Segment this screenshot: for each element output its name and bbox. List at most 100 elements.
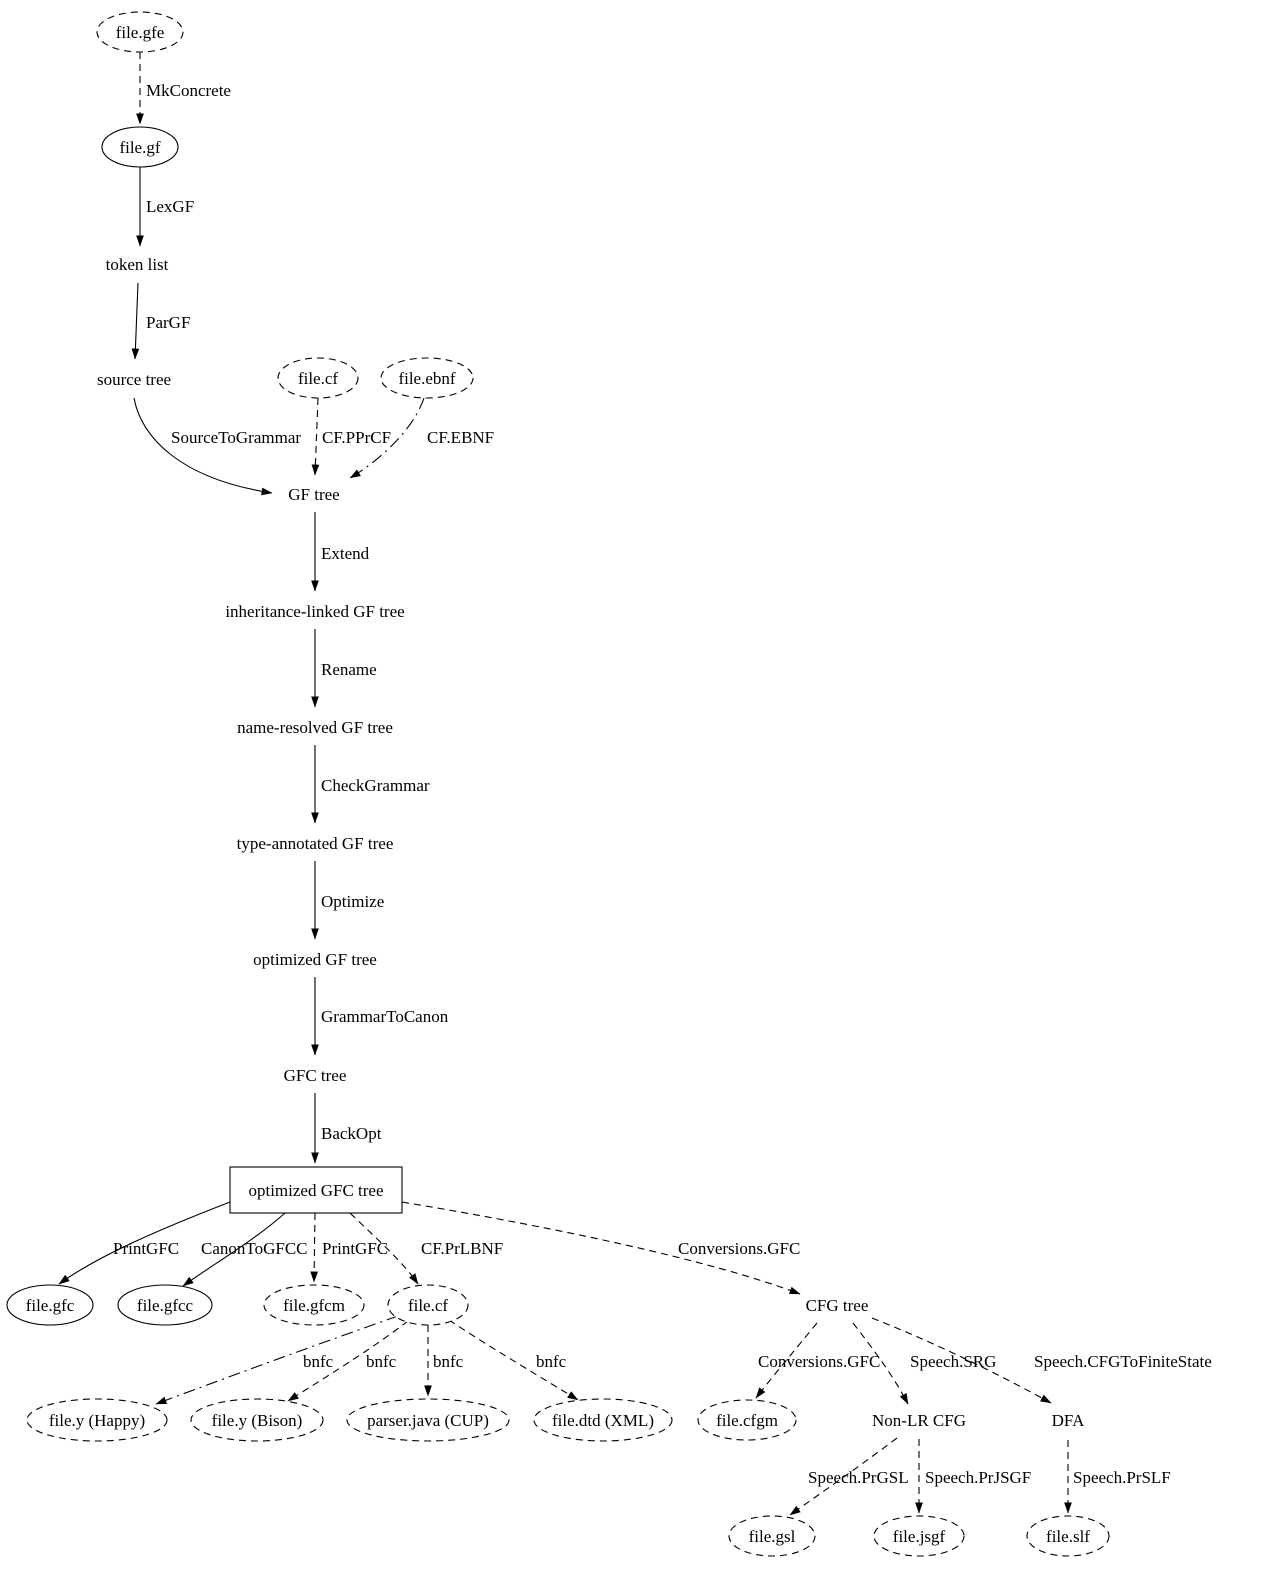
node-label: file.slf: [1046, 1527, 1090, 1546]
edge-label: ParGF: [146, 313, 190, 332]
edge-label: CF.EBNF: [427, 428, 494, 447]
node-file-y-bison: file.y (Bison): [190, 1398, 324, 1442]
edge-label: Optimize: [321, 892, 384, 911]
node-gfc-tree: GFC tree: [284, 1066, 347, 1085]
node-file-gf: file.gf: [101, 126, 179, 168]
node-label: name-resolved GF tree: [237, 718, 393, 737]
node-source-tree: source tree: [97, 370, 171, 389]
node-label: file.cfgm: [716, 1411, 778, 1430]
node-label: optimized GF tree: [253, 950, 377, 969]
edge-label: bnfc: [433, 1352, 464, 1371]
node-file-slf: file.slf: [1026, 1515, 1110, 1557]
edge-bnfc-to-file-dtd: bnfc: [448, 1319, 579, 1401]
node-label: parser.java (CUP): [367, 1411, 489, 1430]
edge-conversions-gfc-to-cfg-tree: Conversions.GFC: [401, 1201, 801, 1295]
edge-speech-srg: Speech.SRG: [852, 1322, 996, 1405]
node-file-y-happy: file.y (Happy): [26, 1398, 168, 1442]
node-file-gfe: file.gfe: [96, 11, 184, 53]
edge-checkgrammar: CheckGrammar: [311, 745, 430, 824]
node-optimized-gfc-tree: optimized GFC tree: [229, 1166, 403, 1214]
edge-label: Conversions.GFC: [758, 1352, 880, 1371]
node-label: DFA: [1052, 1411, 1085, 1430]
edge-cf-prlbnf: CF.PrLBNF: [349, 1212, 503, 1285]
edge-cf-pprcf: CF.PPrCF: [311, 397, 391, 476]
edge-bnfc-to-file-y-bison: bnfc: [287, 1320, 409, 1402]
edge-rename: Rename: [311, 629, 377, 708]
edge-grammartocanon: GrammarToCanon: [311, 977, 449, 1056]
node-dfa: DFA: [1052, 1411, 1085, 1430]
edge-label: Speech.CFGToFiniteState: [1034, 1352, 1212, 1371]
edge-bnfc-to-parser-java: bnfc: [424, 1325, 464, 1397]
node-label: inheritance-linked GF tree: [225, 602, 404, 621]
node-label: type-annotated GF tree: [237, 834, 394, 853]
edge-label: bnfc: [303, 1352, 334, 1371]
node-label: Non-LR CFG: [872, 1411, 966, 1430]
node-label: file.cf: [298, 369, 338, 388]
node-label: CFG tree: [806, 1296, 869, 1315]
edge-printgfc-to-file-gfcm: PrintGFC: [310, 1212, 388, 1283]
edge-label: Speech.SRG: [910, 1352, 996, 1371]
edge-cf-ebnf: CF.EBNF: [349, 397, 494, 479]
node-label: file.gf: [119, 138, 160, 157]
node-parser-java-cup: parser.java (CUP): [346, 1398, 510, 1442]
node-file-gfcc: file.gfcc: [117, 1284, 213, 1326]
node-label: file.y (Bison): [212, 1411, 303, 1430]
node-label: file.jsgf: [893, 1527, 946, 1546]
node-label: file.cf: [408, 1296, 448, 1315]
edge-label: CheckGrammar: [321, 776, 430, 795]
node-label: file.gfe: [116, 23, 165, 42]
edge-speech-cfgtofinitestate: Speech.CFGToFiniteState: [871, 1317, 1212, 1404]
node-file-jsgf: file.jsgf: [873, 1515, 965, 1557]
node-name-resolved-gf-tree: name-resolved GF tree: [237, 718, 393, 737]
edge-conversions-gfc-to-file-cfgm: Conversions.GFC: [755, 1322, 880, 1399]
node-type-annotated-gf-tree: type-annotated GF tree: [237, 834, 394, 853]
node-inheritance-linked-gf-tree: inheritance-linked GF tree: [225, 602, 404, 621]
edge-sourcetogrammar: SourceToGrammar: [133, 397, 301, 496]
node-token-list: token list: [106, 255, 169, 274]
edge-label: Extend: [321, 544, 370, 563]
node-label: file.ebnf: [398, 369, 455, 388]
node-gf-tree: GF tree: [288, 485, 339, 504]
edge-bnfc-to-file-y-happy: bnfc: [155, 1315, 399, 1405]
edge-label: Rename: [321, 660, 377, 679]
node-label: file.y (Happy): [49, 1411, 145, 1430]
edge-label: LexGF: [146, 197, 194, 216]
edge-extend: Extend: [311, 512, 370, 592]
edge-mkconcrete: MkConcrete: [136, 52, 231, 125]
edge-label: PrintGFC: [322, 1239, 388, 1258]
node-optimized-gf-tree: optimized GF tree: [253, 950, 377, 969]
node-label: file.dtd (XML): [552, 1411, 654, 1430]
node-file-cf-output: file.cf: [387, 1284, 469, 1326]
edge-label: CF.PrLBNF: [421, 1239, 503, 1258]
node-label: file.gfcm: [283, 1296, 345, 1315]
edge-label: MkConcrete: [146, 81, 231, 100]
node-non-lr-cfg: Non-LR CFG: [872, 1411, 966, 1430]
edge-lexgf: LexGF: [136, 167, 194, 247]
edge-pargf: ParGF: [131, 282, 190, 360]
node-label: optimized GFC tree: [248, 1181, 383, 1200]
edge-label: Conversions.GFC: [678, 1239, 800, 1258]
edge-label: Speech.PrSLF: [1073, 1468, 1171, 1487]
edge-speech-prslf: Speech.PrSLF: [1064, 1440, 1171, 1514]
node-file-ebnf: file.ebnf: [380, 357, 474, 399]
node-label: token list: [106, 255, 169, 274]
node-file-dtd-xml: file.dtd (XML): [533, 1398, 673, 1442]
node-file-gfc: file.gfc: [6, 1284, 94, 1326]
edge-backopt: BackOpt: [311, 1093, 382, 1164]
node-label: file.gsl: [749, 1527, 796, 1546]
node-label: file.gfc: [26, 1296, 75, 1315]
edge-label: bnfc: [536, 1352, 567, 1371]
node-label: GFC tree: [284, 1066, 347, 1085]
edge-speech-prgsl: Speech.PrGSL: [789, 1437, 909, 1516]
edge-label: PrintGFC: [113, 1239, 179, 1258]
node-cfg-tree: CFG tree: [806, 1296, 869, 1315]
edge-optimize: Optimize: [311, 861, 384, 940]
edge-label: CanonToGFCC: [201, 1239, 308, 1258]
node-file-gsl: file.gsl: [728, 1515, 816, 1557]
edge-speech-prjsgf: Speech.PrJSGF: [915, 1439, 1031, 1514]
node-label: file.gfcc: [137, 1296, 194, 1315]
node-file-cf-input: file.cf: [277, 357, 359, 399]
node-file-cfgm: file.cfgm: [697, 1399, 797, 1441]
